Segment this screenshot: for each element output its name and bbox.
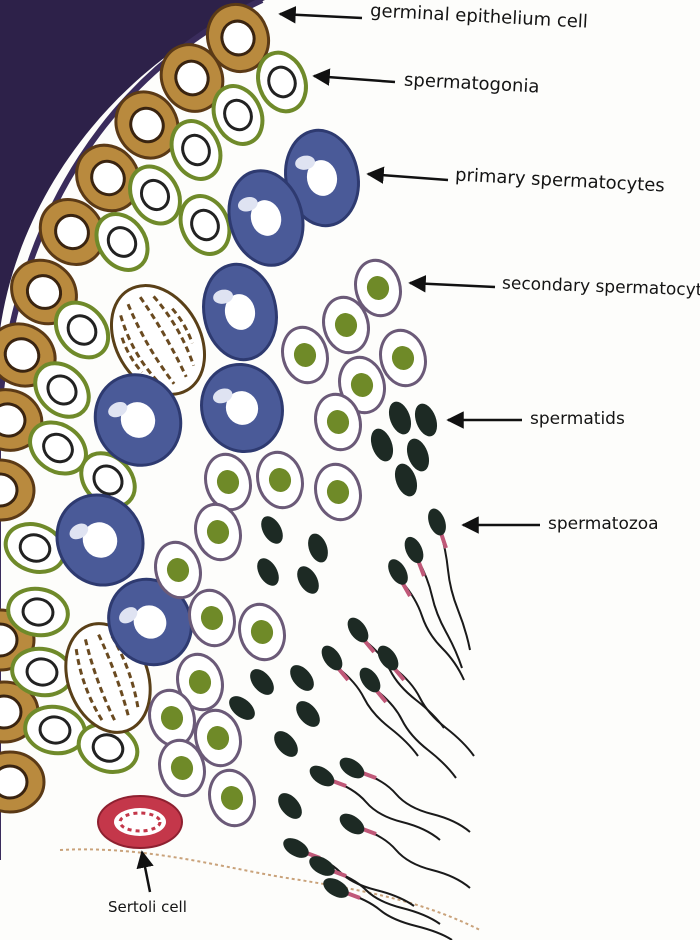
- arrow-germinal: [278, 6, 363, 24]
- spermatozoon: [428, 508, 471, 651]
- dividing-cell: [109, 284, 207, 396]
- germinal-cell: [38, 198, 106, 266]
- spermatid: [297, 566, 319, 594]
- spermatogonium: [6, 586, 70, 638]
- secondary-spermatocyte: [148, 688, 196, 748]
- germinal-cell: [0, 458, 36, 522]
- arrow-sertoli: [136, 850, 154, 893]
- spermatogonium: [169, 119, 223, 181]
- secondary-spermatocyte: [281, 325, 329, 385]
- secondary-spermatocyte: [188, 588, 236, 648]
- germinal-cell: [0, 750, 46, 814]
- spermatozoon: [309, 856, 441, 925]
- spermatozoon: [339, 757, 471, 833]
- secondary-spermatocyte: [338, 355, 386, 415]
- secondary-spermatocyte: [238, 602, 286, 662]
- secondary-spermatocyte: [322, 295, 370, 355]
- spermatogonium: [28, 420, 88, 476]
- primary-spermatocytes: [55, 128, 360, 667]
- spermatozoon: [388, 559, 465, 681]
- primary-spermatocyte: [227, 169, 305, 267]
- primary-spermatocyte: [202, 262, 278, 362]
- germinal-cell: [0, 680, 40, 744]
- spermatid: [290, 665, 314, 691]
- germinal-epithelium-cells: [0, 2, 270, 814]
- secondary-spermatocyte: [176, 652, 224, 712]
- lumen-boundary: [59, 848, 481, 931]
- spermatogonium: [53, 300, 111, 360]
- spermatogonium: [256, 50, 308, 114]
- primary-spermatocyte: [55, 493, 145, 587]
- spermatid: [406, 438, 430, 472]
- spermatid: [257, 558, 279, 586]
- primary-spermatocyte: [107, 577, 193, 667]
- spermatids: [229, 401, 438, 819]
- spermatid: [370, 428, 394, 462]
- primary-spermatocyte: [284, 128, 360, 228]
- germinal-cell: [75, 143, 141, 213]
- spermatid: [229, 696, 255, 720]
- secondary-spermatocyte: [314, 462, 362, 522]
- spermatozoon: [377, 645, 475, 757]
- spermatid: [278, 793, 302, 819]
- spermatogonium: [23, 704, 87, 756]
- spermatogonium: [10, 646, 74, 698]
- secondary-spermatocytes: [148, 258, 427, 828]
- spermatozoa: [283, 508, 475, 940]
- spermatogonium: [178, 194, 232, 256]
- spermatozoon: [323, 878, 453, 940]
- secondary-spermatocyte: [158, 738, 206, 798]
- sertoli-cell: [97, 795, 183, 849]
- primary-spermatocyte: [93, 373, 183, 467]
- primary-spermatocyte: [200, 362, 284, 454]
- spermatid: [414, 403, 438, 437]
- spermatid: [308, 533, 328, 563]
- spermatozoon: [359, 667, 457, 779]
- arrow-secondary: [408, 275, 496, 293]
- spermatid: [274, 731, 298, 757]
- spermatogonium: [128, 164, 182, 226]
- germinal-cell: [206, 2, 270, 74]
- germinal-cell: [114, 90, 180, 160]
- spermatogonium: [79, 451, 137, 509]
- spermatid: [394, 463, 418, 497]
- secondary-spermatocyte: [379, 328, 427, 388]
- secondary-spermatocyte: [354, 258, 402, 318]
- arrow-primary: [366, 166, 449, 184]
- spermatid: [250, 669, 274, 695]
- spermatogonium: [33, 361, 91, 419]
- spermatogonium: [3, 522, 67, 574]
- label-sertoli-cell: Sertoli cell: [108, 898, 187, 916]
- spermatozoon: [309, 765, 441, 841]
- secondary-spermatocyte: [204, 452, 252, 512]
- spermatogonium: [94, 212, 150, 272]
- secondary-spermatocyte: [194, 708, 242, 768]
- spermatogonia-cells: [3, 50, 308, 774]
- spermatozoon: [339, 813, 471, 889]
- spermatozoon: [404, 536, 463, 669]
- secondary-spermatocyte: [194, 502, 242, 562]
- spermatid: [388, 401, 412, 435]
- label-spermatozoa: spermatozoa: [548, 514, 659, 534]
- label-arrows: [136, 6, 540, 893]
- secondary-spermatocyte: [208, 768, 256, 828]
- spermatogonium: [211, 84, 265, 146]
- arrow-spermatogonia: [312, 68, 396, 86]
- secondary-spermatocyte: [314, 392, 362, 452]
- secondary-spermatocyte: [256, 450, 304, 510]
- spermatogonium: [76, 722, 140, 774]
- spermatid: [261, 516, 283, 544]
- tubule-wall: [0, 0, 265, 330]
- spermatid: [296, 701, 320, 727]
- label-spermatids: spermatids: [530, 409, 625, 429]
- spermatozoon: [321, 645, 419, 757]
- secondary-spermatocyte: [154, 540, 202, 600]
